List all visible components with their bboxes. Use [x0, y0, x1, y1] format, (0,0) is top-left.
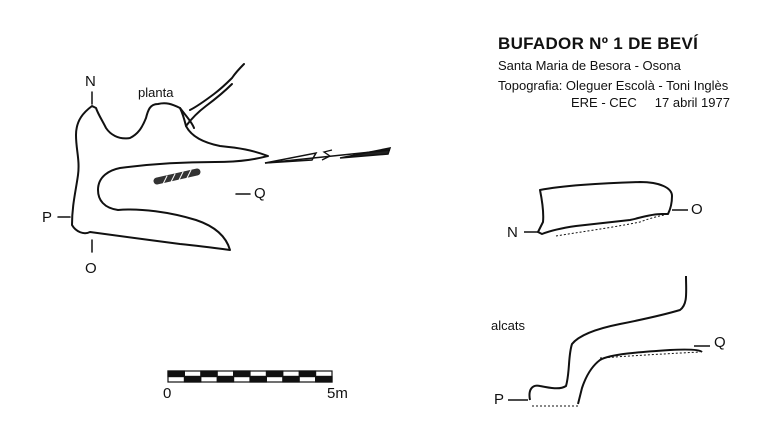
scale-seg-4	[216, 375, 235, 383]
blowing-hole-hatch	[153, 168, 201, 185]
section-upper-outline	[537, 181, 673, 235]
survey-authors: Topografia: Oleguer Escolà - Toni Inglès	[498, 78, 729, 93]
plan-view	[57, 63, 269, 253]
scale-seg-10	[315, 375, 333, 383]
plan-point-q: Q	[254, 185, 266, 202]
scale-seg-1	[167, 370, 185, 378]
section-lower	[508, 275, 710, 407]
section-upper	[524, 181, 688, 237]
scale-end-label: 5m	[327, 385, 348, 402]
survey-title: BUFADOR Nº 1 DE BEVÍ	[498, 34, 699, 53]
section-point-p: P	[494, 391, 505, 408]
scale-seg-5	[233, 370, 251, 378]
scale-seg-3	[200, 370, 218, 378]
scale-seg-9	[298, 370, 317, 378]
hatch-lines	[162, 169, 192, 185]
plan-tunnel-extension	[179, 63, 245, 129]
scale-bar	[167, 370, 333, 383]
section-lower-inner	[577, 348, 703, 405]
survey-location: Santa Maria de Besora - Osona	[498, 58, 681, 73]
plan-point-n: N	[85, 73, 96, 90]
section-lower-outline	[528, 275, 688, 401]
scale-seg-7	[265, 370, 284, 378]
north-arrow	[264, 147, 392, 164]
plan-cave-outline	[71, 102, 269, 251]
scale-start-label: 0	[163, 385, 172, 402]
section-lower-floor-fill	[532, 351, 701, 407]
survey-group-date: ERE - CEC 17 abril 1977	[571, 95, 730, 110]
scale-seg-2	[183, 375, 202, 383]
north-arrow-left-barb	[264, 151, 318, 164]
plan-point-o: O	[85, 260, 97, 277]
plan-tunnel-extension-2	[185, 83, 233, 127]
plan-view-label: planta	[138, 85, 174, 100]
scale-seg-6	[249, 375, 267, 383]
scale-seg-8	[282, 375, 300, 383]
north-arrow-n-glyph	[321, 149, 333, 161]
section-view-label: alcats	[491, 318, 525, 333]
plan-point-p: P	[42, 209, 53, 226]
section-point-n: N	[507, 224, 518, 241]
section-point-o: O	[691, 201, 703, 218]
section-upper-floor-fill	[555, 213, 669, 237]
north-arrow-shaft	[264, 149, 391, 164]
section-point-q: Q	[714, 334, 726, 351]
